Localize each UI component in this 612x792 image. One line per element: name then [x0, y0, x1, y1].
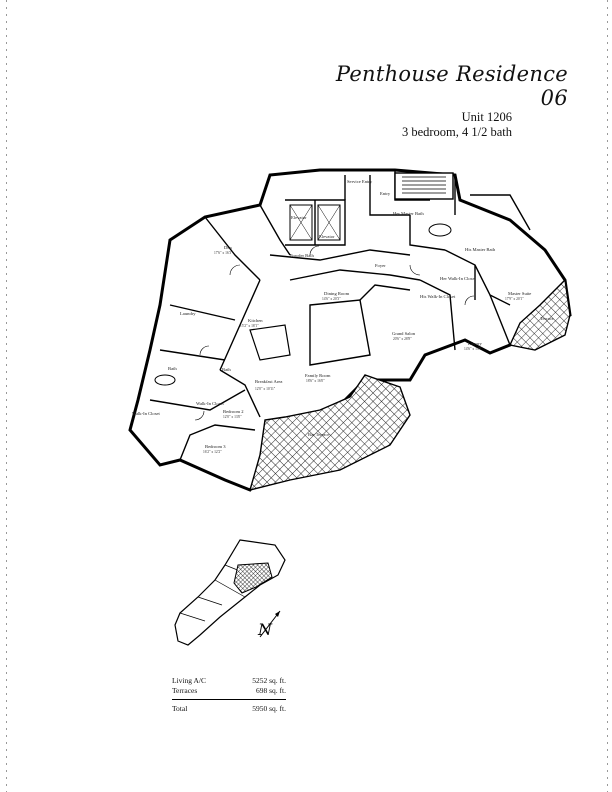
area-value: 5252 sq. ft. — [252, 676, 286, 685]
total-label: Total — [172, 704, 188, 713]
area-row-terraces: Terraces 698 sq. ft. — [172, 686, 286, 696]
master-terrace-hatch — [508, 278, 571, 351]
label-breakfast-area: Breakfast Area — [255, 379, 282, 384]
label-service-entry: Service Entry — [347, 179, 373, 184]
label-walkin-closet: Walk-In Closet — [132, 411, 161, 416]
bath-tub — [154, 374, 176, 386]
compass-icon: N — [257, 610, 281, 639]
floor-plan-drawing: Service Entry Entry Elevator Elevator De… — [128, 168, 572, 492]
residence-title: Penthouse Residence 06 — [335, 62, 568, 110]
label-her-master-bath: Her Master Bath — [393, 211, 424, 216]
total-value: 5950 sq. ft. — [252, 704, 286, 713]
bedroom-count: 3 bedroom, 4 1/2 bath — [401, 125, 512, 139]
interior-walls — [149, 170, 531, 461]
stair-block — [394, 172, 454, 200]
label-den: Den — [224, 245, 232, 250]
label-kitchen: Kitchen — [248, 318, 263, 323]
area-label: Terraces — [172, 686, 198, 695]
label-elevator-1: Elevator — [291, 215, 307, 220]
left-scan-edge — [6, 0, 7, 792]
label-elevator-2: Elevator — [319, 234, 335, 239]
north-arrow: N — [250, 605, 290, 645]
exterior-wall — [128, 168, 572, 492]
label-his-master-bath: His Master Bath — [465, 247, 496, 252]
dim-family-room: 18'6" x 16'0" — [306, 379, 325, 383]
unit-location-highlight — [233, 562, 273, 594]
dim-breakfast-area: 12'0" x 10'11" — [255, 387, 276, 391]
dim-grand-salon: 20'6" x 28'8" — [393, 337, 412, 341]
label-bedroom-2: Bedroom 2 — [223, 409, 244, 414]
bar-terrace-hatch — [248, 374, 411, 491]
label-powder-bath: Powder Bath — [290, 253, 315, 258]
label-grand-salon: Grand Salon — [392, 331, 416, 336]
dim-kitchen: 15'2" x 18'1" — [240, 324, 259, 328]
label-terrace: Terrace — [540, 316, 554, 321]
label-bedroom-3: Bedroom 3 — [205, 444, 226, 449]
label-master-suite: Master Suite — [508, 291, 531, 296]
dim-bedroom-2: 12'0" x 13'0" — [223, 415, 242, 419]
title-block: Penthouse Residence 06 Unit 1206 3 bedro… — [308, 62, 568, 140]
key-plan-drawing — [174, 539, 286, 646]
total-divider — [172, 699, 286, 700]
dim-den: 17'6" x 16'3" — [214, 251, 233, 255]
area-value: 698 sq. ft. — [256, 686, 286, 695]
building-key-plan — [160, 535, 310, 650]
label-library: Library — [468, 341, 482, 346]
area-row-living: Living A/C 5252 sq. ft. — [172, 676, 286, 686]
label-walkin-closet-2: Walk-In Closet — [196, 401, 225, 406]
label-bath-1: Bath — [168, 366, 177, 371]
master-tub — [428, 223, 452, 237]
compass-letter: N — [257, 620, 273, 639]
area-label: Living A/C — [172, 676, 206, 685]
right-scan-edge — [607, 0, 608, 792]
dim-master-suite: 17'9" x 20'1" — [505, 297, 524, 301]
label-family-room: Family Room — [305, 373, 331, 378]
label-her-walkin: Her Walk-In Closet — [440, 276, 476, 281]
area-table: Living A/C 5252 sq. ft. Terraces 698 sq.… — [172, 676, 286, 714]
label-his-walkin: His Walk-In Closet — [420, 294, 456, 299]
dim-bedroom-3: 16'2" x 12'2" — [203, 450, 222, 454]
door-swings — [194, 245, 475, 421]
label-dining-room: Dining Room — [324, 291, 350, 296]
label-foyer: Foyer — [375, 263, 386, 268]
label-bar-terrace: Bar Terrace — [308, 432, 329, 437]
floor-plan: Service Entry Entry Elevator Elevator De… — [110, 155, 590, 510]
unit-number: Unit 1206 — [461, 110, 512, 124]
dim-library: 14'6" x 13'6" — [464, 347, 483, 351]
elevator-cars — [289, 204, 341, 241]
label-entry: Entry — [380, 191, 391, 196]
dim-dining-room: 14'6" x 20'3" — [322, 297, 341, 301]
area-row-total: Total 5950 sq. ft. — [172, 704, 286, 714]
label-laundry: Laundry — [180, 311, 196, 316]
label-bath-2: Bath — [222, 367, 231, 372]
kitchen-island — [249, 324, 291, 361]
